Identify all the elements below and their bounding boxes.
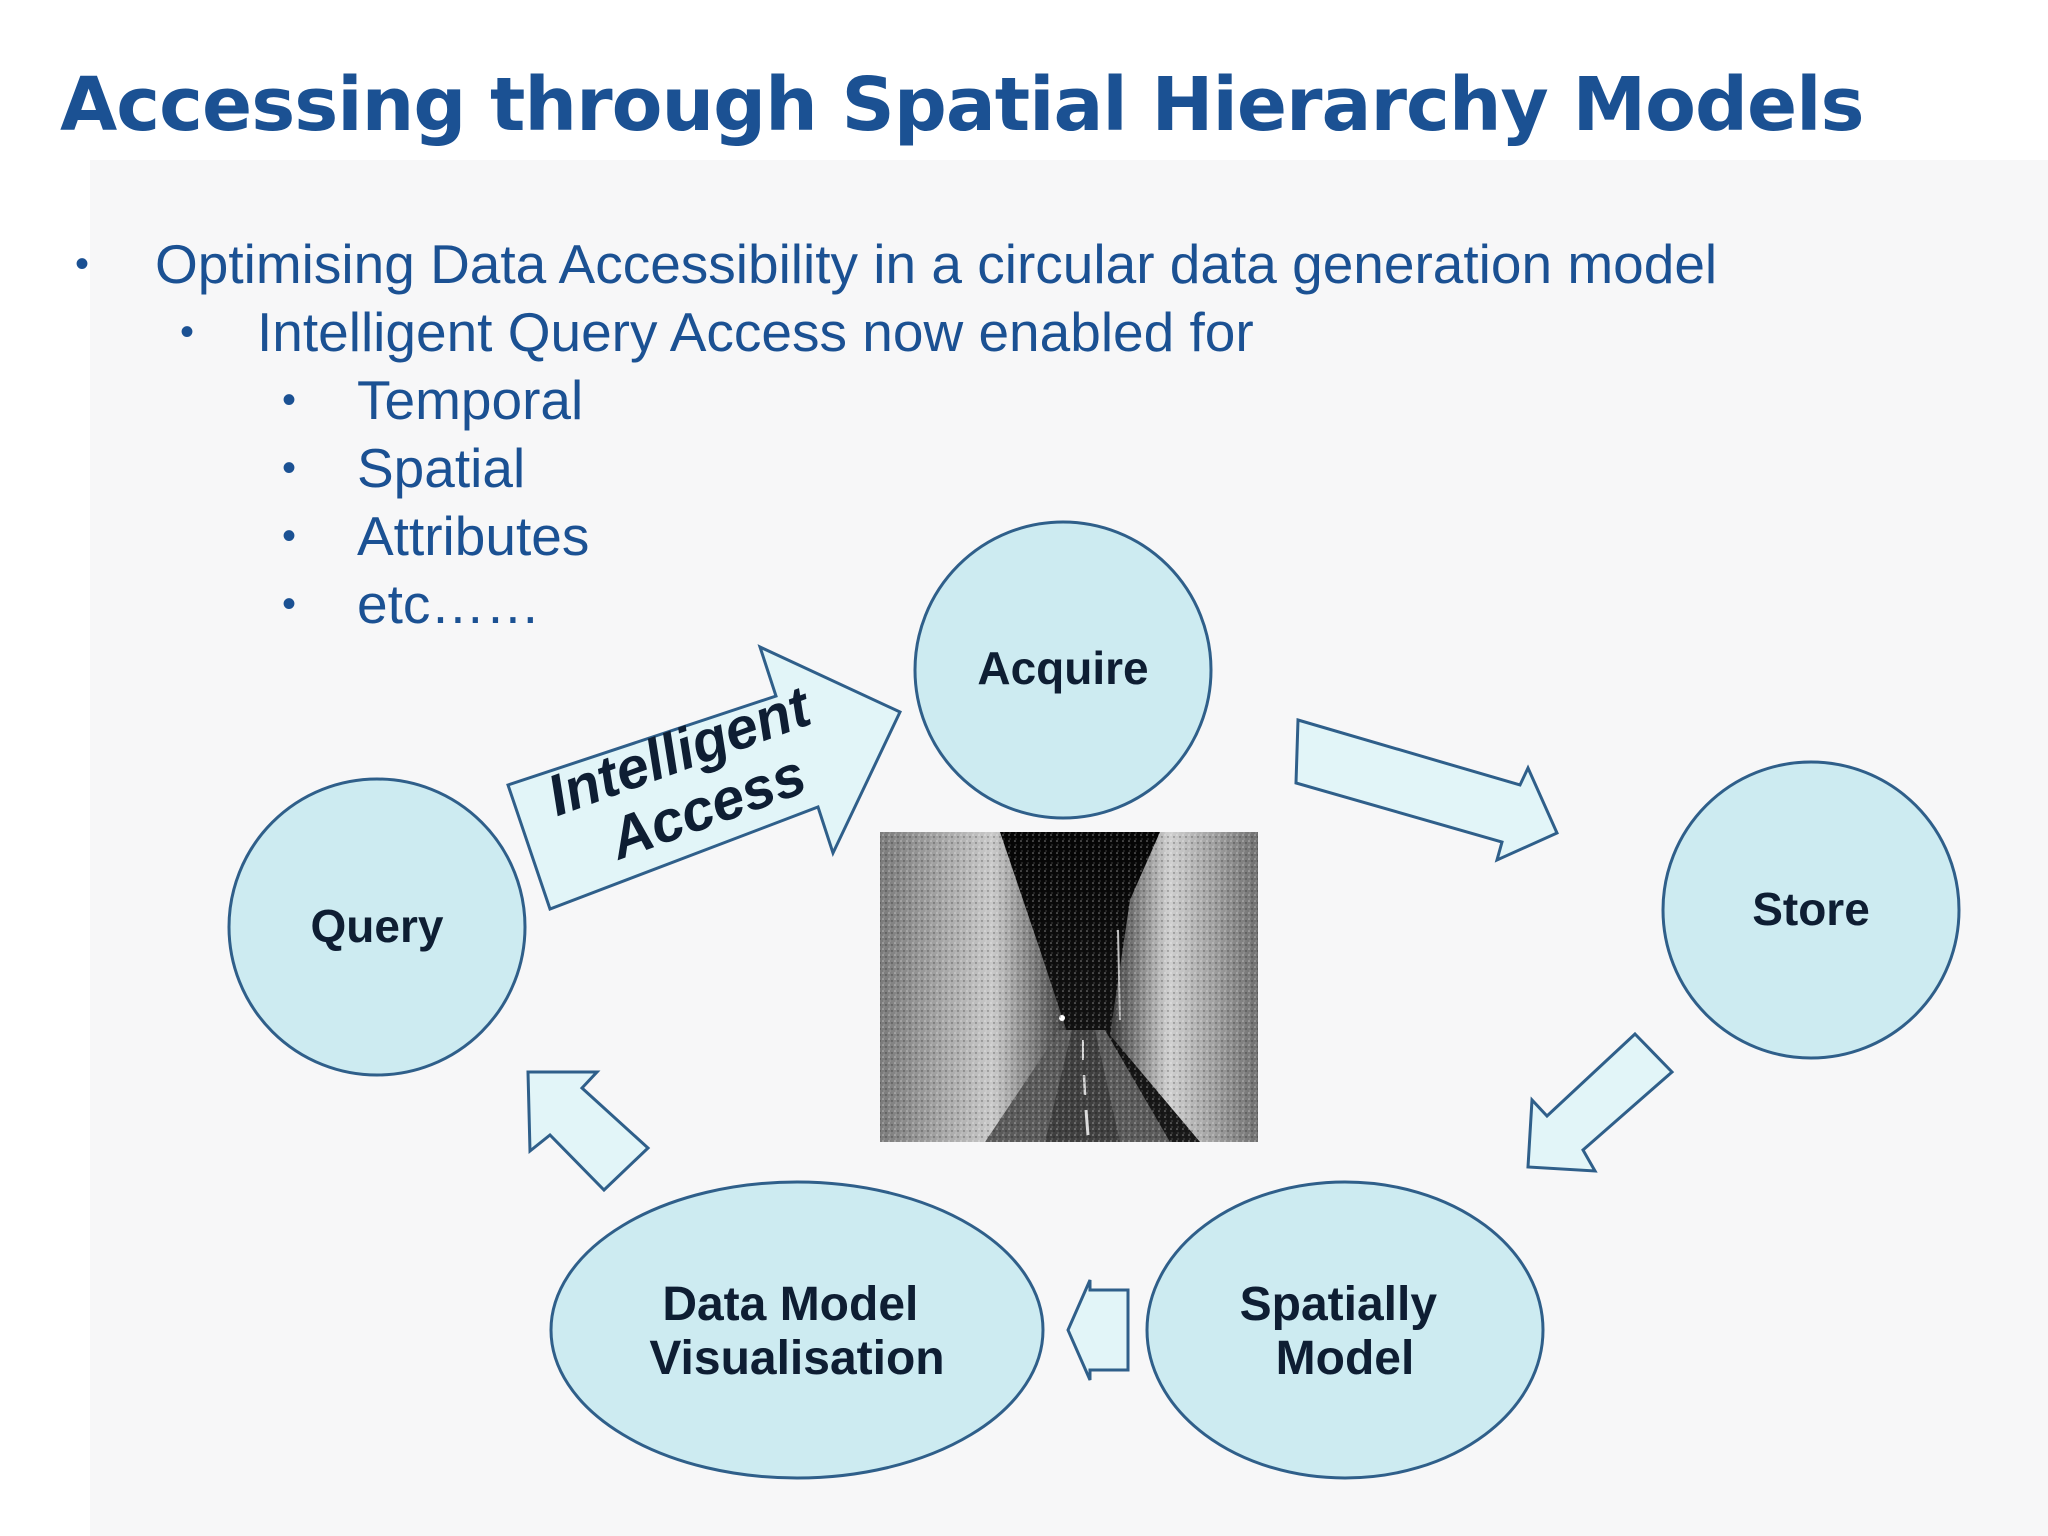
arrow-store-to-spatially-model	[1526, 1031, 1675, 1173]
bullet-level3-etc: • etc……	[282, 572, 540, 636]
bullet-dot: •	[282, 445, 297, 490]
node-data-model-visualisation: Data Model Visualisation	[549, 1180, 1045, 1480]
node-acquire-label: Acquire	[977, 642, 1148, 694]
bullet-dot: •	[282, 377, 297, 422]
node-data-model-visualisation-line2: Visualisation	[649, 1332, 944, 1385]
bullet-text: Attributes	[357, 505, 590, 567]
node-query: Query	[227, 777, 527, 1077]
bullet-level3-temporal: • Temporal	[282, 368, 583, 432]
bullet-dot: •	[180, 309, 195, 354]
arrow-acquire-to-store	[1294, 718, 1559, 863]
bullet-level2: • Intelligent Query Access now enabled f…	[180, 300, 1254, 364]
bullet-level3-spatial: • Spatial	[282, 436, 525, 500]
node-store-label: Store	[1752, 883, 1870, 935]
node-spatially-model: Spatially Model	[1145, 1180, 1545, 1480]
node-store: Store	[1661, 760, 1961, 1060]
node-spatially-model-line2: Model	[1276, 1332, 1415, 1385]
node-spatially-model-line1: Spatially	[1240, 1278, 1438, 1331]
arrow-spatially-model-to-visualisation	[1066, 1279, 1130, 1381]
bullet-text: Optimising Data Accessibility in a circu…	[155, 233, 1718, 295]
bullet-level3-attributes: • Attributes	[282, 504, 589, 568]
bullet-text: Spatial	[357, 437, 526, 499]
bullet-dot: •	[282, 513, 297, 558]
bullet-level1: • Optimising Data Accessibility in a cir…	[75, 232, 1717, 296]
slide-title: Accessing through Spatial Hierarchy Mode…	[60, 62, 1865, 148]
road-point-cloud-image	[880, 832, 1258, 1142]
node-spatially-model-label: Spatially Model	[1240, 1278, 1451, 1385]
bullet-dot: •	[75, 241, 90, 286]
node-data-model-visualisation-line1: Data Model	[662, 1278, 918, 1331]
bullet-text: Temporal	[357, 369, 584, 431]
node-data-model-visualisation-label: Data Model Visualisation	[649, 1278, 944, 1385]
bullet-dot: •	[282, 581, 297, 626]
intelligent-access-arrow	[506, 644, 903, 911]
bullet-text: etc……	[357, 573, 541, 635]
node-acquire: Acquire	[913, 520, 1213, 820]
node-query-label: Query	[311, 900, 444, 952]
bullet-text: Intelligent Query Access now enabled for	[257, 301, 1254, 363]
arrow-visualisation-to-query	[526, 1070, 651, 1193]
